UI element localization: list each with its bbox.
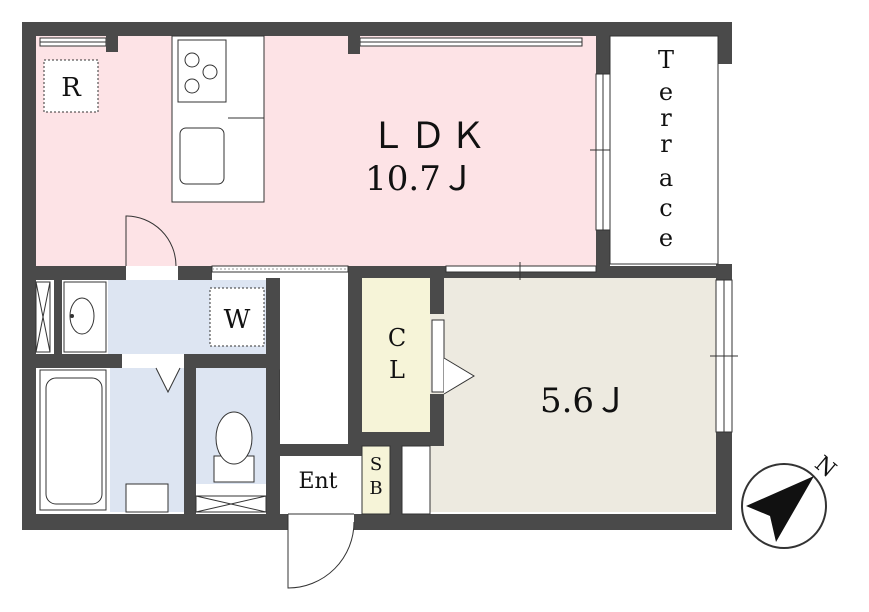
terrace-letter-2: r [660, 104, 672, 132]
burner-3 [184, 78, 200, 94]
interior-walls [36, 266, 730, 514]
entrance-label: Ent [298, 469, 337, 494]
terrace-area [609, 35, 719, 265]
washer-space [209, 287, 265, 347]
terrace-letter-1: e [659, 78, 673, 106]
stove [177, 39, 227, 103]
burner-2 [202, 64, 218, 80]
washer-label: W [224, 305, 251, 335]
kitchen-sink [179, 127, 225, 185]
ldk-door-swing [125, 215, 177, 267]
closet-floor [361, 278, 432, 432]
closet-door-swing [443, 357, 475, 395]
terrace-label: T e r r a c e [658, 46, 674, 252]
ldk-name: ＬＤＫ [370, 116, 490, 157]
terrace-letter-5: c [659, 194, 672, 222]
corridor [280, 280, 348, 444]
bedroom-size: 5.6Ｊ [540, 381, 628, 421]
bathtub-inner [45, 377, 103, 505]
closet-label-c: C [388, 324, 406, 352]
entrance-door-gap [288, 514, 354, 530]
bedroom-entry [401, 445, 431, 515]
terrace-letter-3: r [660, 130, 672, 158]
shoebox-label-s: S [370, 454, 382, 475]
entrance-area [280, 456, 362, 514]
bath-drain [125, 483, 169, 513]
toilet-bowl [215, 411, 253, 465]
burner-1 [184, 52, 200, 68]
ldk-notch-2 [348, 36, 360, 54]
ldk-size: 10.7Ｊ [365, 159, 475, 199]
ldk-sliding-door [445, 265, 597, 273]
shoebox-label-b: B [369, 478, 382, 499]
bath-door [155, 367, 181, 394]
refrigerator-label: R [61, 73, 82, 103]
terrace-letter-4: a [659, 164, 673, 192]
terrace-letter-0: T [658, 46, 674, 74]
ldk-floor [36, 36, 596, 266]
ldk-notch [106, 36, 118, 52]
entrance-door-swing [287, 514, 355, 589]
bedroom-floor [430, 278, 716, 512]
shoebox [361, 445, 391, 515]
terrace-letter-6: e [659, 224, 673, 252]
compass-needle [746, 476, 814, 542]
closet-label-l: L [389, 356, 405, 384]
compass: N [741, 451, 840, 549]
closet-door [431, 319, 445, 393]
refrigerator-space [43, 59, 99, 113]
